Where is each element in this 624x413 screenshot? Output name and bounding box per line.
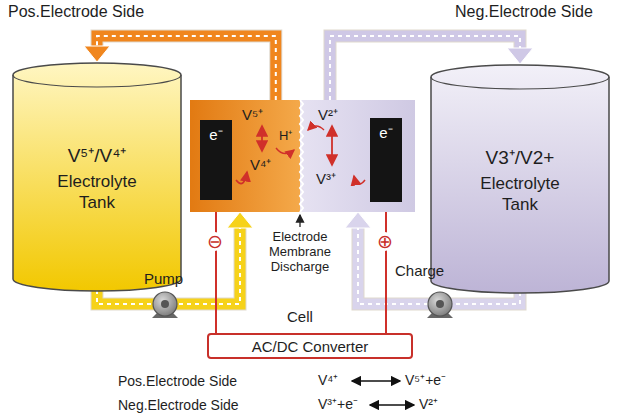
ion-label: V⁵⁺ — [242, 104, 263, 124]
equation-side: Neg.Electrode Side — [118, 397, 239, 413]
side-title: Pos.Electrode Side — [8, 3, 144, 21]
half-cell: V²⁺ V³⁺ e⁻ — [300, 100, 415, 212]
electrolyte-tank: V⁵⁺/V⁴⁺ Electrolyte Tank — [12, 62, 182, 292]
half-cell: V⁵⁺ V⁴⁺ e⁻ — [190, 100, 300, 212]
pointer-arrow — [299, 215, 300, 227]
ion-label: H⁺ — [279, 129, 292, 144]
tank-name: Electrolyte Tank — [465, 173, 575, 216]
tank-text: V⁵⁺/V⁴⁺ Electrolyte Tank — [12, 144, 182, 213]
equation-term: V³⁺+e⁻ — [318, 396, 358, 412]
equation-term: V⁴⁺ — [318, 372, 338, 388]
polarity-symbol: ⊕ — [376, 232, 394, 251]
side-title: Neg.Electrode Side — [455, 3, 593, 21]
equation-term: V⁵⁺+e⁻ — [405, 372, 446, 388]
electrode: e⁻ — [200, 120, 232, 200]
ion-pair: V3⁺/V2+ — [486, 146, 555, 170]
equation-side: Pos.Electrode Side — [118, 373, 237, 389]
pump-symbol — [152, 292, 178, 318]
electron-label: e⁻ — [379, 122, 392, 202]
ion-label: V³⁺ — [316, 168, 336, 188]
wire — [216, 200, 217, 333]
cell-label: Cell — [287, 308, 313, 325]
converter-label: AC/DC Converter — [252, 338, 369, 355]
membrane-label: Electrode Membrane Discharge — [255, 230, 345, 275]
tank-name: Electrolyte Tank — [42, 171, 152, 214]
polarity-symbol: ⊖ — [206, 232, 224, 251]
electron-label: e⁻ — [209, 124, 222, 200]
electrolyte-tank: V3⁺/V2+ Electrolyte Tank — [430, 64, 610, 294]
equation-term: V²⁺ — [419, 396, 438, 412]
pump-label: Pump — [144, 270, 183, 287]
ion-label: V⁴⁺ — [250, 154, 271, 174]
pump-symbol — [427, 292, 453, 318]
ion-pair: V⁵⁺/V⁴⁺ — [68, 144, 127, 168]
wire — [386, 202, 387, 333]
ion-label: V²⁺ — [318, 104, 338, 124]
reaction-arrow — [370, 404, 414, 405]
electrode: e⁻ — [370, 118, 402, 202]
converter-box: AC/DC Converter — [207, 333, 413, 359]
reaction-arrow — [352, 380, 400, 381]
mode-label: Charge — [395, 262, 444, 279]
tank-text: V3⁺/V2+ Electrolyte Tank — [430, 146, 610, 215]
